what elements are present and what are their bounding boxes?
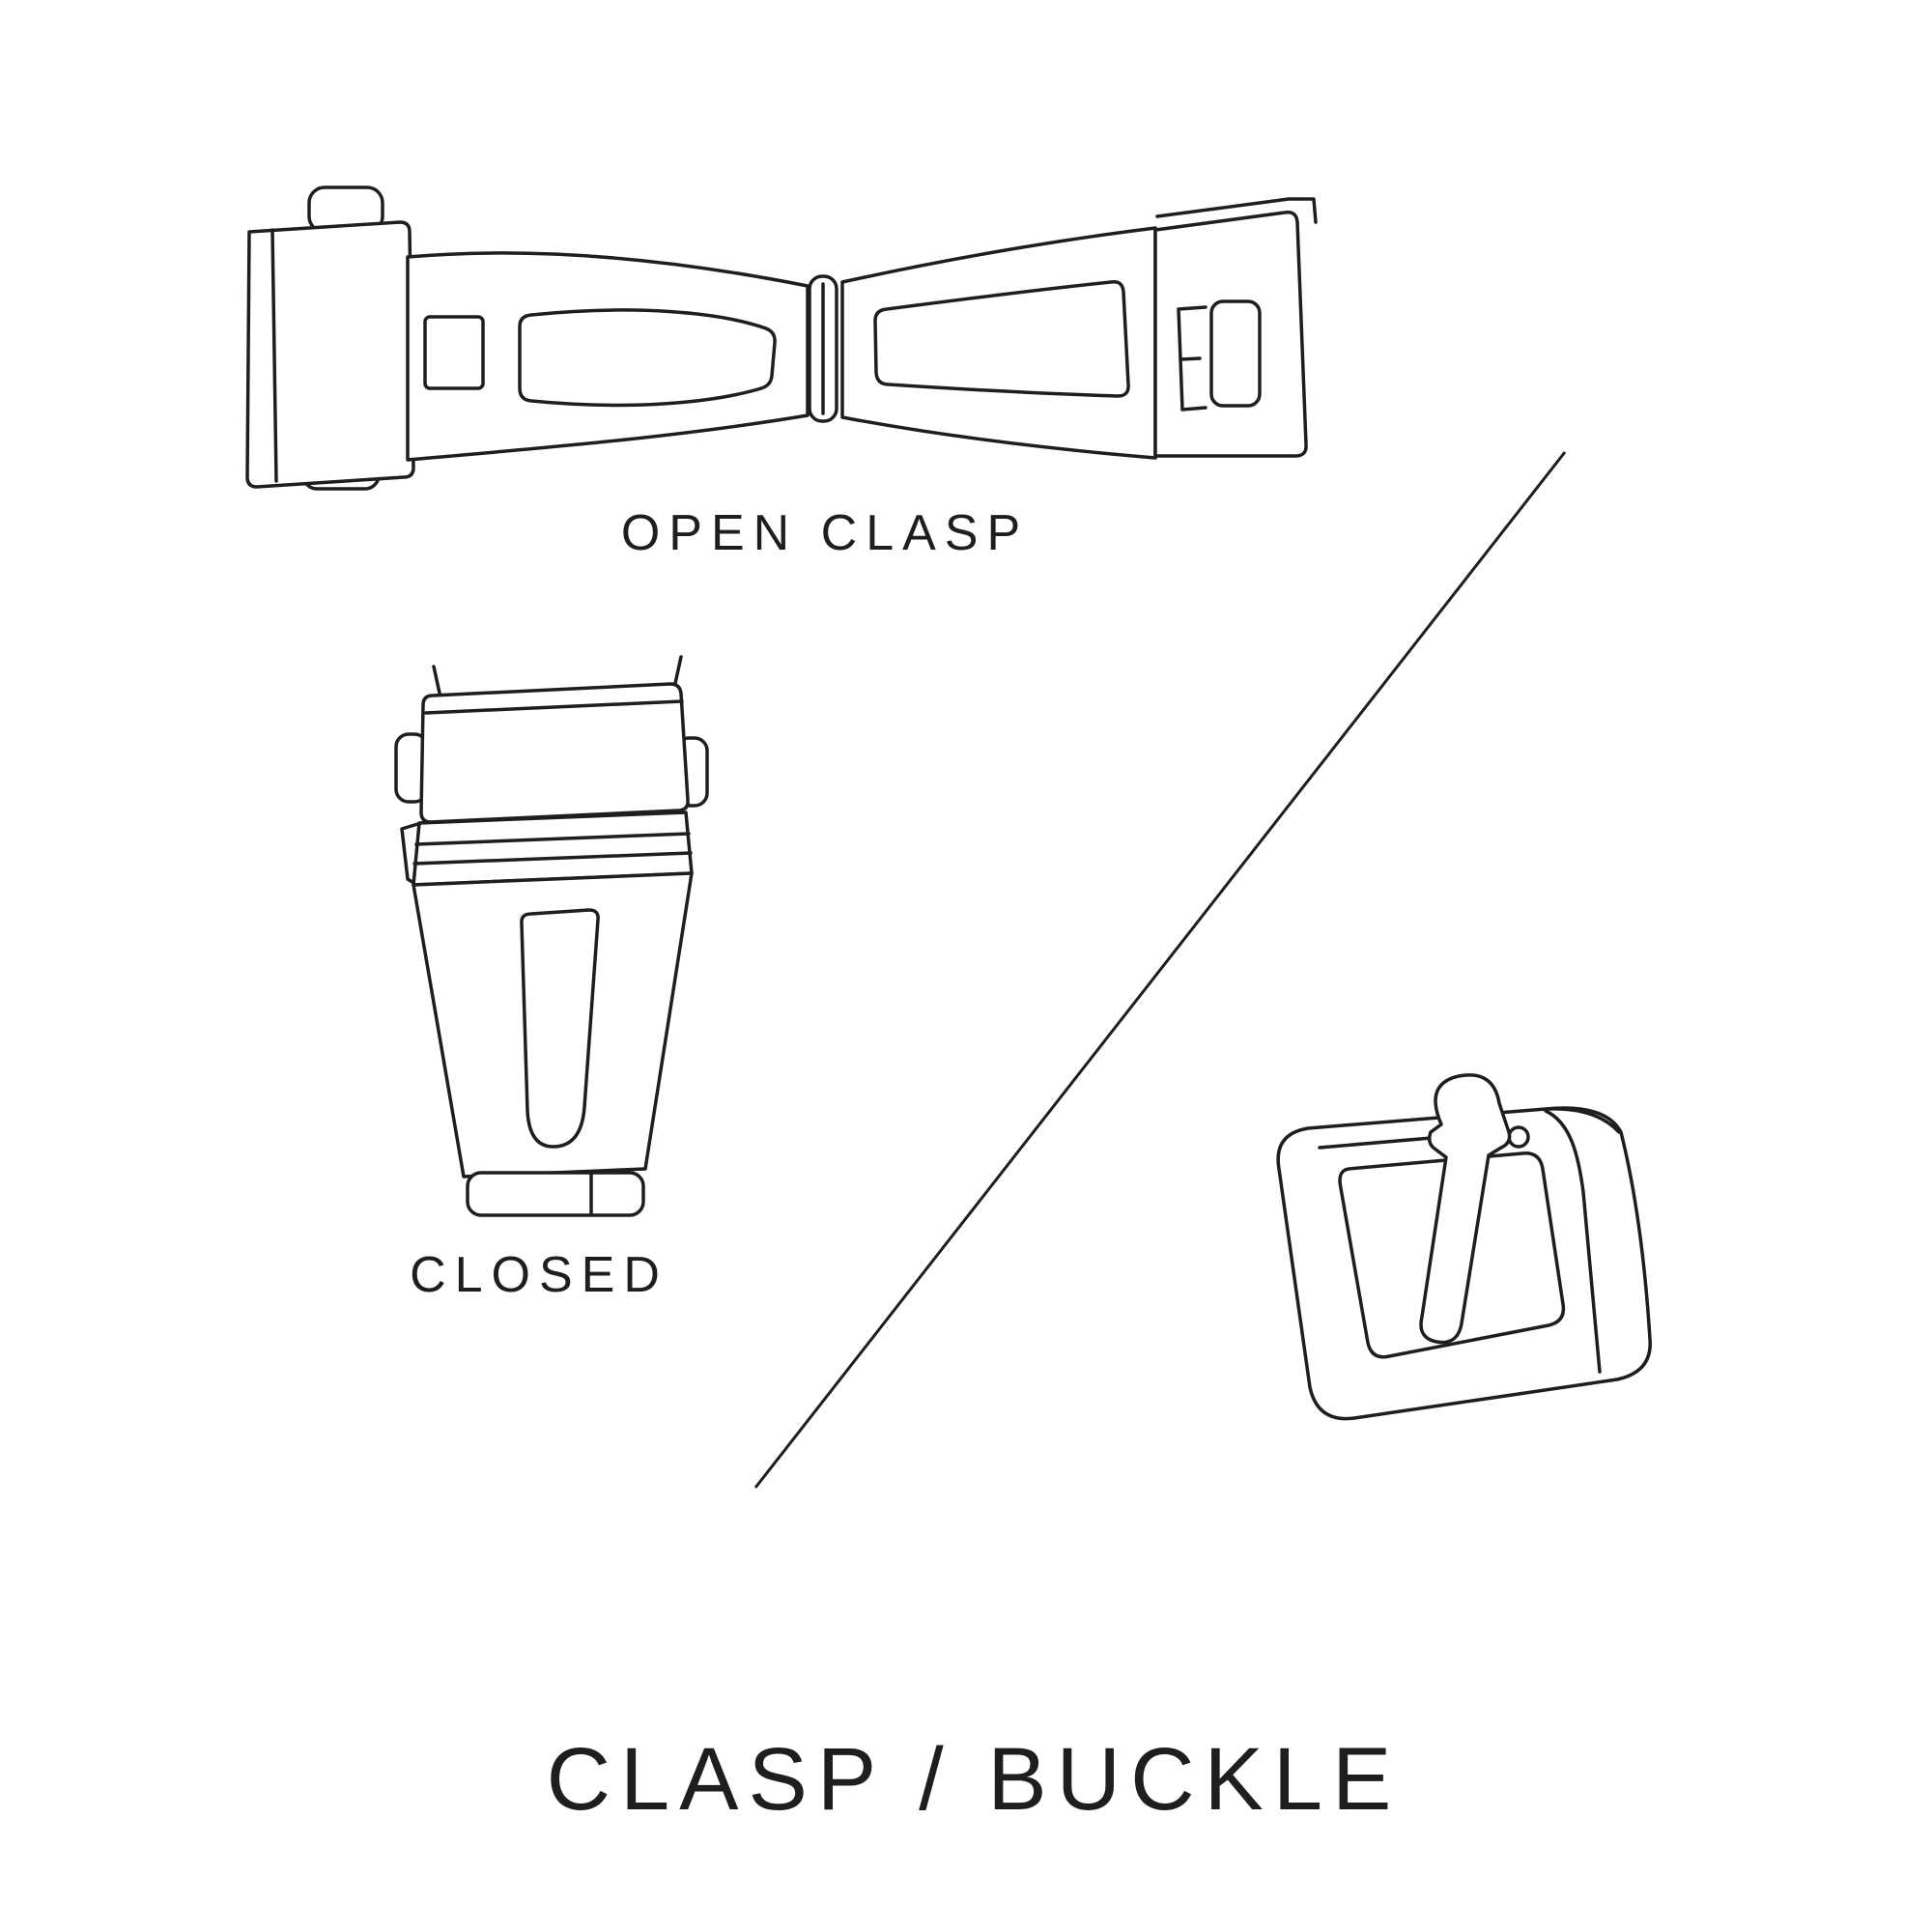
closed-prong-left (432, 665, 442, 699)
closed-body-panel (520, 908, 600, 1149)
buckle-illustration (1276, 1073, 1652, 1421)
buckle-tongue (1419, 1073, 1512, 1345)
clasp-left-block (245, 220, 415, 489)
clasp-right-end-slot (1209, 299, 1262, 408)
buckle-band-top-cap (1546, 1107, 1621, 1134)
clasp-left-block-edge (270, 228, 278, 483)
closed-band-left-step (400, 821, 423, 886)
closed-prong-right (672, 655, 683, 690)
buckle-opening (1338, 1151, 1566, 1359)
closed-band-lines (412, 832, 693, 866)
closed-clasp-illustration (394, 655, 709, 1217)
closed-body (412, 871, 694, 1179)
buckle-band-inner-edge (1544, 1109, 1602, 1374)
clasp-left-notch (423, 315, 485, 390)
clasp-right-arm (840, 226, 1157, 460)
divider-line (753, 451, 1567, 1489)
open-clasp-label: OPEN CLASP (620, 505, 1030, 561)
closed-bottom-bar (466, 1171, 645, 1217)
closed-top-block (419, 682, 690, 824)
open-clasp-illustration (245, 185, 1318, 491)
closed-clasp-label: CLOSED (410, 1247, 668, 1303)
page-title: CLASP / BUCKLE (546, 1730, 1402, 1829)
clasp-left-arm (406, 251, 810, 462)
clasp-right-end-lip (1155, 197, 1318, 224)
clasp-right-end-bracket (1177, 305, 1208, 412)
clasp-right-arm-panel (873, 279, 1130, 398)
clasp-left-arm-panel (518, 308, 777, 408)
closed-top-block-edge (424, 699, 684, 715)
